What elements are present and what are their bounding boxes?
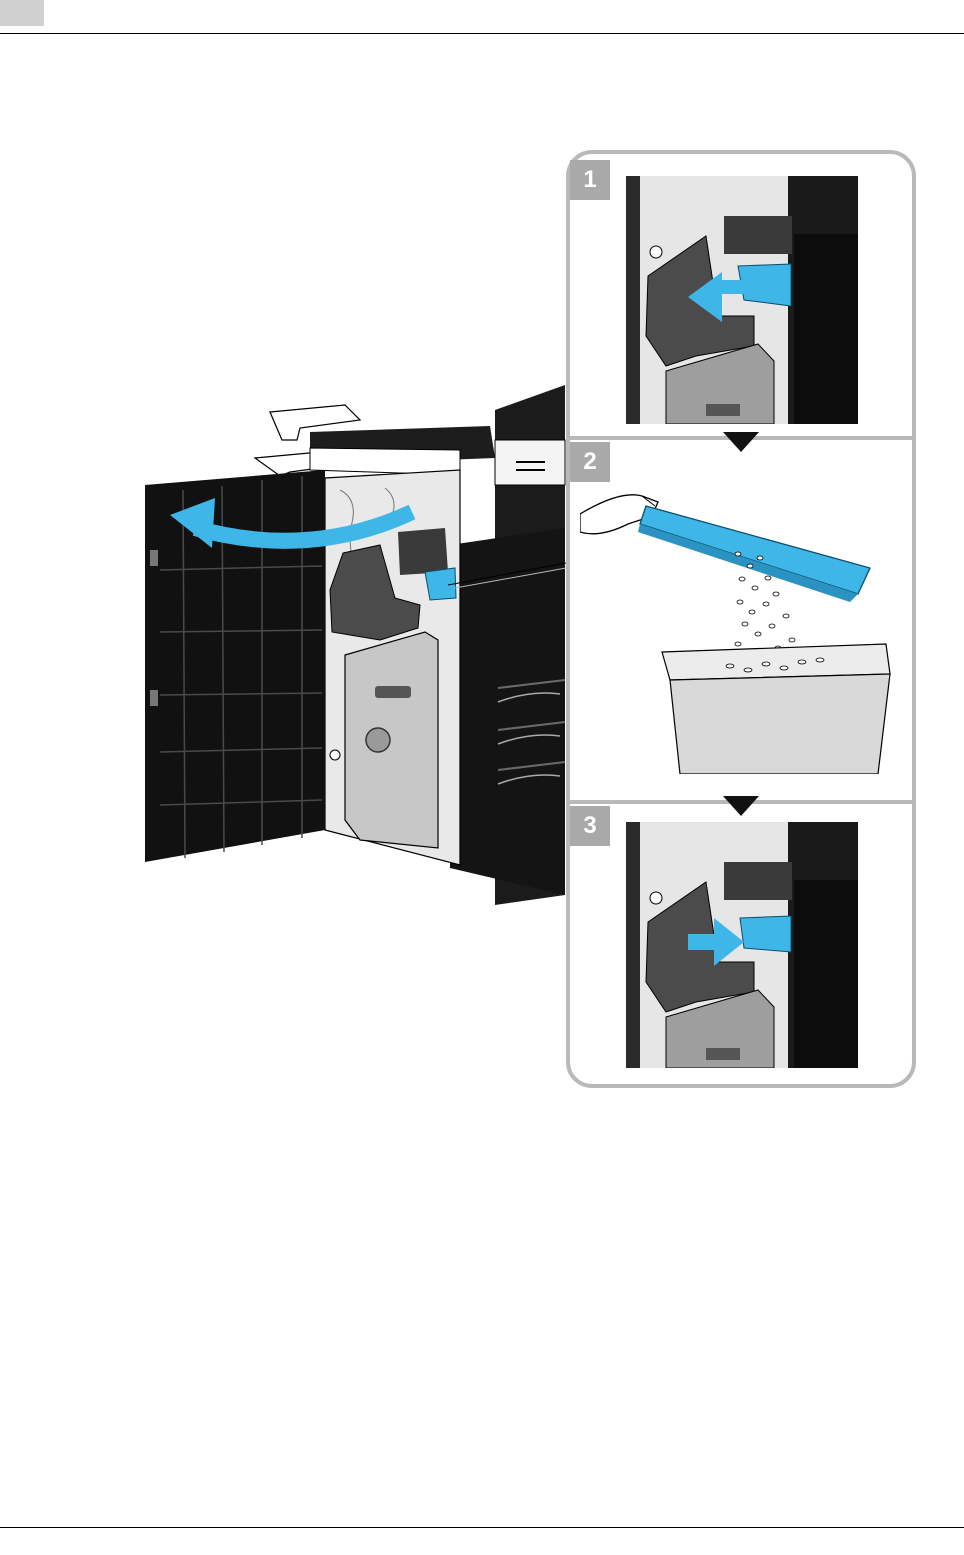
step-number-badge: 3 <box>570 806 610 846</box>
next-step-arrow-icon <box>723 432 759 452</box>
step-1-illustration <box>626 176 858 424</box>
copier-body <box>450 385 565 905</box>
output-trays <box>255 405 495 476</box>
next-step-arrow-icon <box>723 796 759 816</box>
step-2-illustration <box>580 484 900 774</box>
step-number-badge: 1 <box>570 160 610 200</box>
step-3-illustration <box>626 822 858 1068</box>
step-number-badge: 2 <box>570 442 610 482</box>
footer-rule <box>0 1527 964 1528</box>
